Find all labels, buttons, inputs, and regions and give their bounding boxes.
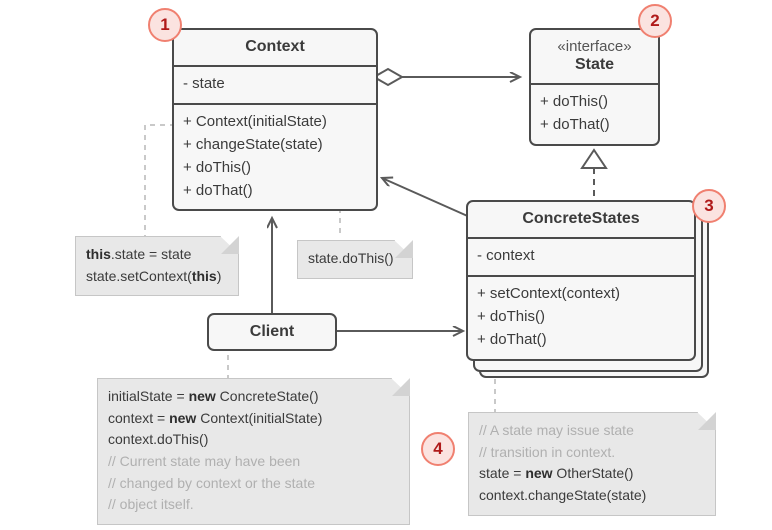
context-class[interactable]: Context - state + Context(initialState) … — [172, 28, 378, 212]
badge-2[interactable]: 2 — [638, 4, 672, 38]
connector-context-to-state — [371, 67, 520, 87]
note-line: // Current state may have been — [108, 453, 301, 470]
context-attributes: - state — [174, 65, 376, 103]
context-class-name: Context — [245, 38, 305, 55]
concrete-states-class[interactable]: ConcreteStates - context + setContext(co… — [466, 200, 696, 361]
badge-3-label: 3 — [704, 196, 714, 215]
connector-concretestates-to-context — [382, 178, 473, 219]
do-this-note-body: state.doThis() — [308, 248, 402, 270]
connector-realization-concretestates-to-state — [580, 148, 608, 203]
note-line: // A state may issue state — [479, 422, 634, 438]
state-operation-dothat: + doThat() — [540, 116, 610, 134]
state-operation-dothis: + doThis() — [540, 93, 608, 111]
state-interface-name: State — [574, 56, 615, 73]
state-interface-header: «interface» State — [531, 30, 658, 83]
context-operation-dothis: + doThis() — [183, 158, 251, 176]
note-line: state = new OtherState() — [479, 465, 634, 482]
badge-4[interactable]: 4 — [421, 432, 455, 466]
badge-1[interactable]: 1 — [148, 8, 182, 42]
change-state-note: this.state = state state.setContext(this) — [75, 236, 239, 297]
concrete-states-operation-dothis: + doThis() — [477, 307, 545, 325]
note-line: // object itself. — [108, 496, 194, 513]
state-interface[interactable]: «interface» State + doThis() + doThat() — [529, 28, 660, 146]
client-class-name: Client — [249, 323, 295, 340]
note-line: context = new Context(initialState) — [108, 409, 323, 426]
transition-code-note: // A state may issue state // transition … — [468, 412, 716, 516]
transition-code-note-body: // A state may issue state // transition … — [479, 420, 705, 507]
client-code-note-body: initialState = new ConcreteState() contex… — [108, 386, 399, 516]
note-line: state.doThis() — [308, 250, 394, 266]
concrete-states-operations: + setContext(context) + doThis() + doTha… — [468, 275, 694, 358]
badge-4-label: 4 — [433, 439, 443, 458]
note-line: initialState = new ConcreteState() — [108, 388, 319, 404]
concrete-states-operation-setcontext: + setContext(context) — [477, 285, 620, 303]
badge-1-label: 1 — [160, 15, 170, 34]
context-operation-changestate: + changeState(state) — [183, 135, 323, 153]
note-line: context.doThis() — [108, 431, 209, 448]
badge-2-label: 2 — [650, 11, 660, 30]
do-this-note: state.doThis() — [297, 240, 413, 279]
note-line: state.setContext(this) — [86, 267, 222, 284]
context-operation-dothat: + doThat() — [183, 181, 253, 199]
concrete-states-attribute-context: - context — [477, 247, 535, 265]
concrete-states-class-name: ConcreteStates — [522, 210, 640, 227]
concrete-states-operation-dothat: + doThat() — [477, 330, 547, 348]
context-operation-constructor: + Context(initialState) — [183, 113, 327, 131]
client-class[interactable]: Client — [207, 313, 337, 351]
change-state-note-body: this.state = state state.setContext(this) — [86, 244, 228, 287]
note-line: // transition in context. — [479, 443, 616, 460]
client-code-note: initialState = new ConcreteState() contex… — [97, 378, 410, 526]
concrete-states-attributes: - context — [468, 237, 694, 275]
note-line: this.state = state — [86, 246, 192, 262]
state-stereotype: «interface» — [557, 38, 632, 55]
state-operations: + doThis() + doThat() — [531, 83, 658, 144]
note-line: // changed by context or the state — [108, 474, 316, 491]
badge-3[interactable]: 3 — [692, 189, 726, 223]
context-attribute-state: - state — [183, 75, 225, 93]
note-line: context.changeState(state) — [479, 487, 647, 504]
context-operations: + Context(initialState) + changeState(st… — [174, 103, 376, 209]
